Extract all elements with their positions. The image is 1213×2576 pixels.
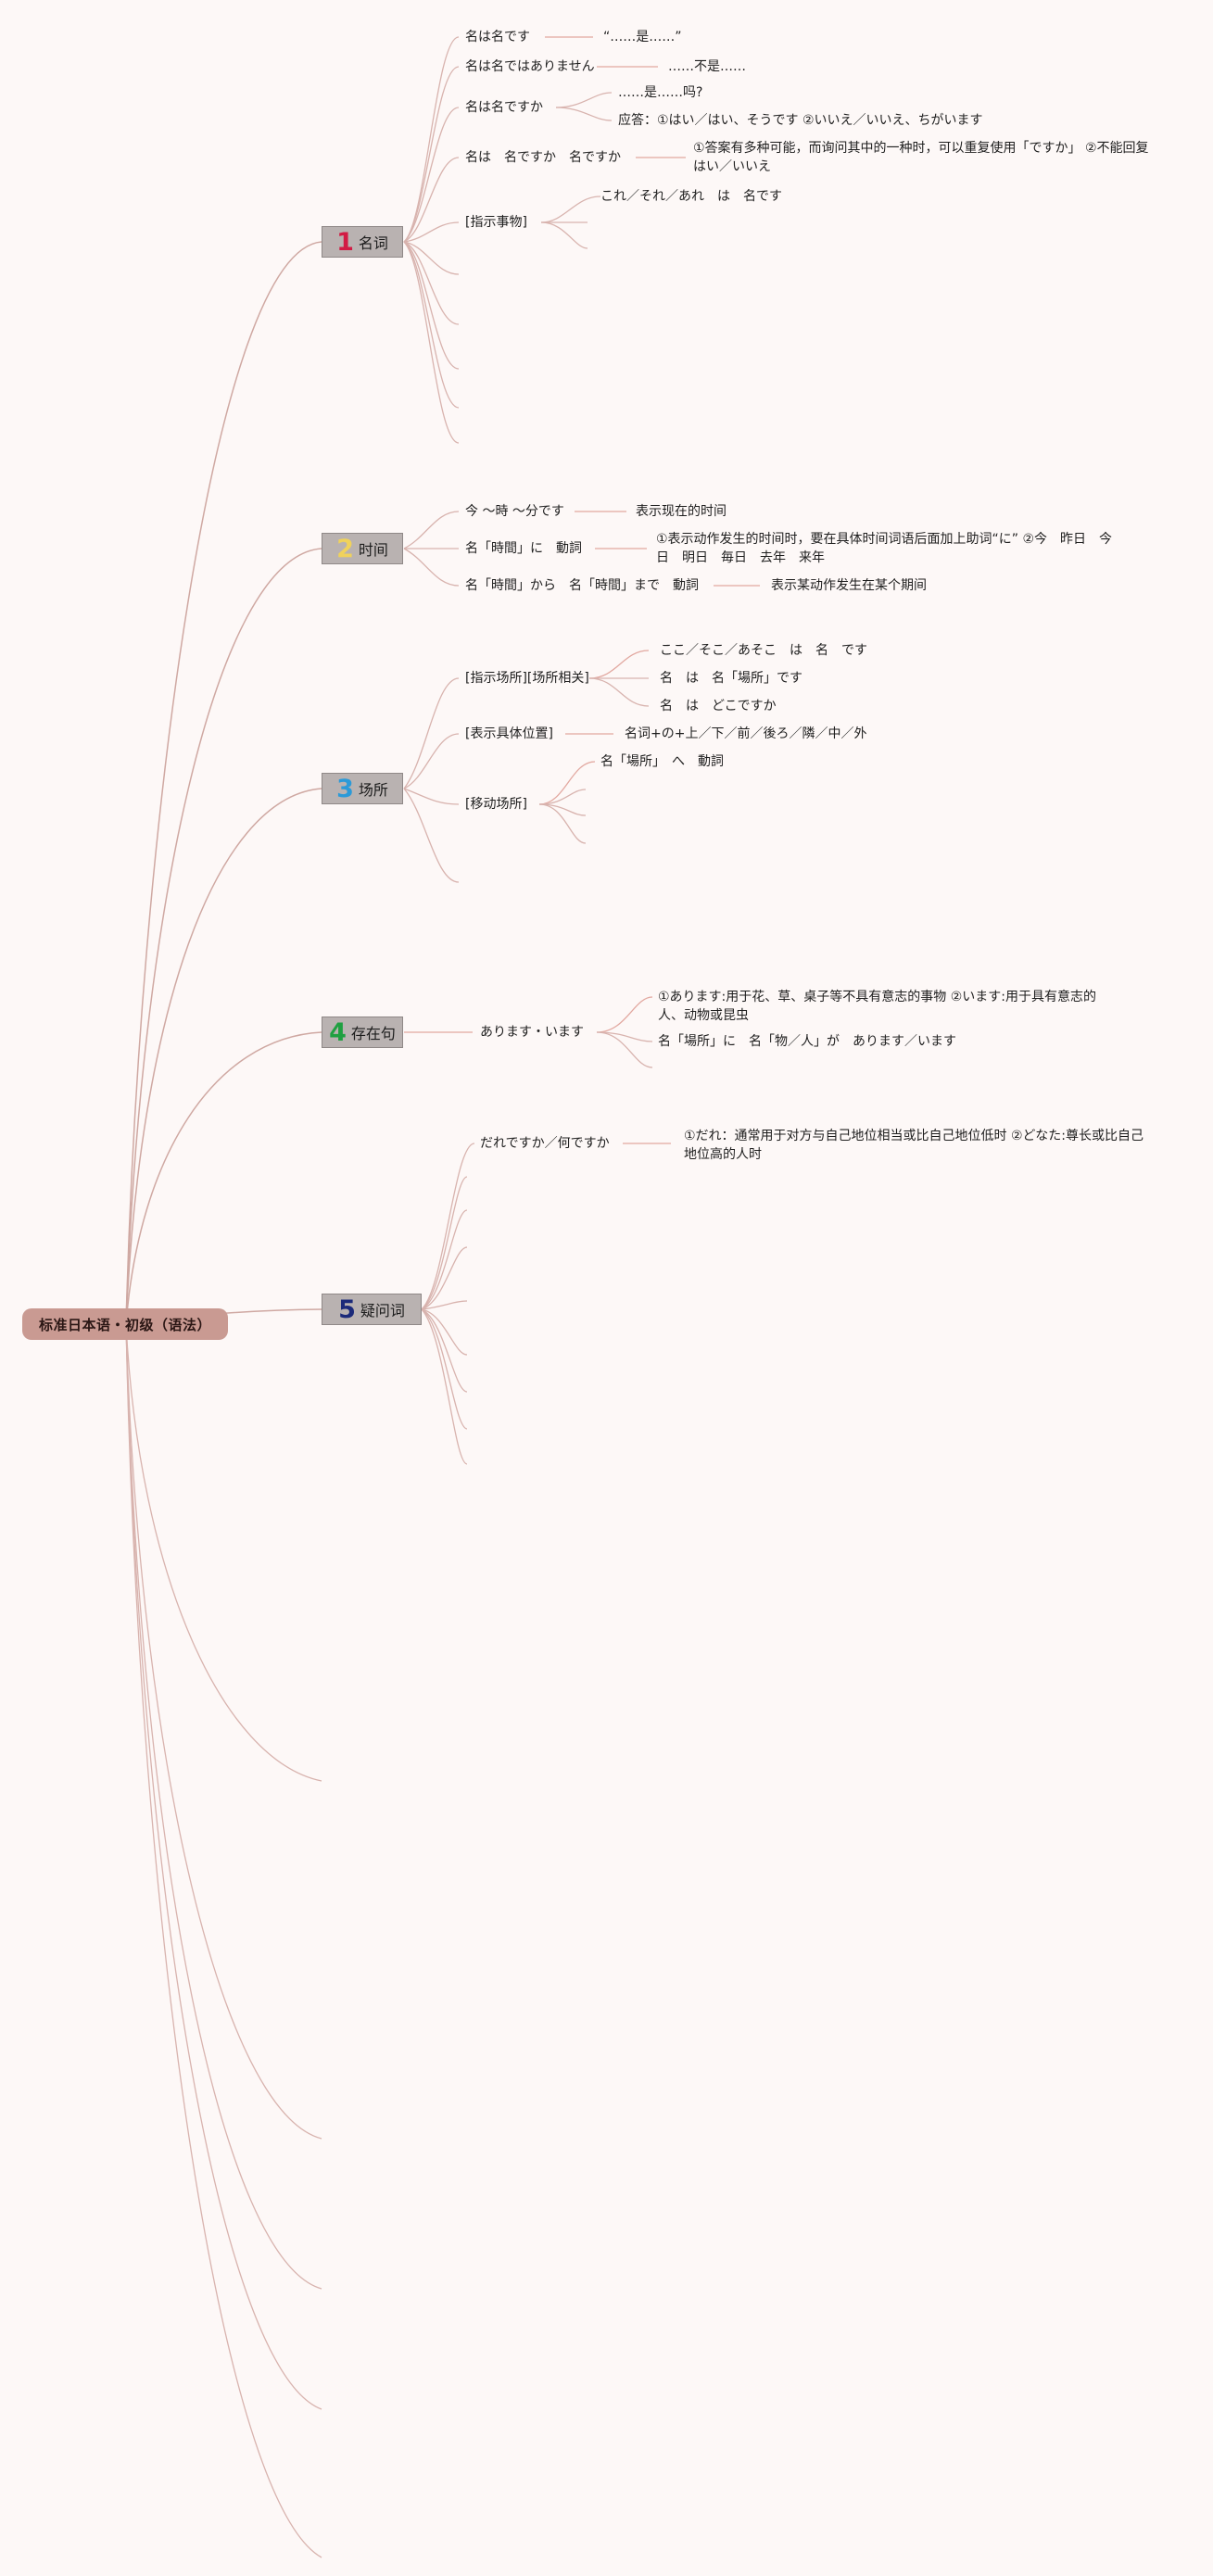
noun-node[interactable]: 名は 名ですか 名ですか <box>465 150 621 165</box>
time-detail[interactable]: ①表示动作发生的时间时，要在具体时间词语后面加上助词“に” ②今 昨日 今日 明… <box>656 532 1113 565</box>
place-detail[interactable]: 名 は 名「場所」です <box>660 671 802 686</box>
noun-detail[interactable]: ①答案有多种可能，而询问其中的一种时，可以重复使用「ですか」 ②不能回复はい／い… <box>693 141 1149 174</box>
noun-detail[interactable]: 应答：①はい／はい、そうです ②いいえ／いいえ、ちがいます <box>618 113 983 128</box>
noun-node[interactable]: [指示事物] <box>465 215 527 230</box>
category-number: 1 <box>336 227 354 257</box>
category-number: 3 <box>336 774 354 803</box>
existence-detail[interactable]: ①あります:用于花、草、桌子等不具有意志的事物 ②います:用于具有意志的人、动物… <box>658 990 1096 1023</box>
category-label: 存在句 <box>350 1025 396 1042</box>
noun-detail[interactable]: ……是……吗? <box>618 85 703 100</box>
time-node[interactable]: 名「時間」に 動詞 <box>465 541 582 556</box>
category-number: 5 <box>338 1294 356 1324</box>
time-node[interactable]: 今 〜時 〜分です <box>465 504 564 519</box>
place-detail[interactable]: 名「場所」 へ 動詞 <box>600 754 724 769</box>
noun-node[interactable]: 名は名です <box>465 30 530 44</box>
time-detail[interactable]: 表示某动作发生在某个期间 <box>771 578 927 593</box>
place-node[interactable]: [表示具体位置] <box>465 726 553 741</box>
noun-node[interactable]: 名は名ではありません <box>465 59 595 74</box>
place-detail[interactable]: ここ／そこ／あそこ は 名 です <box>660 643 867 658</box>
time-node[interactable]: 名「時間」から 名「時間」まで 動詞 <box>465 578 699 593</box>
time-detail[interactable]: 表示现在的时间 <box>636 504 727 519</box>
noun-detail[interactable]: ……不是…… <box>668 59 746 74</box>
question-node[interactable]: だれですか／何ですか <box>480 1136 610 1151</box>
place-detail[interactable]: 名词+の+上／下／前／後ろ／隣／中／外 <box>625 726 867 741</box>
category-label: 场所 <box>358 781 388 799</box>
existence-detail[interactable]: 名「場所」に 名「物／人」が あります／います <box>658 1034 956 1049</box>
noun-detail[interactable]: これ／それ／あれ は 名です <box>600 189 782 204</box>
category-label: 疑问词 <box>360 1302 405 1320</box>
question-detail[interactable]: ①だれ：通常用于对方与自己地位相当或比自己地位低时 ②どなた:尊长或比自己地位高… <box>684 1129 1144 1162</box>
category-label: 时间 <box>358 541 388 559</box>
noun-detail[interactable]: “……是……” <box>603 30 682 44</box>
root-node[interactable]: 标准日本语・初级（语法） <box>22 1308 228 1340</box>
existence-node[interactable]: あります・います <box>480 1025 584 1040</box>
category-number: 2 <box>336 534 354 563</box>
place-node[interactable]: [移动场所] <box>465 797 527 812</box>
noun-node[interactable]: 名は名ですか <box>465 100 543 115</box>
place-detail[interactable]: 名 は どこですか <box>660 699 777 713</box>
category-time[interactable]: 2 时间 <box>322 533 403 564</box>
category-existence[interactable]: 4 存在句 <box>322 1017 403 1048</box>
place-node[interactable]: [指示场所][场所相关] <box>465 671 589 686</box>
root-label: 标准日本语・初级（语法） <box>38 1316 211 1333</box>
category-label: 名词 <box>358 234 388 252</box>
category-place[interactable]: 3 场所 <box>322 773 403 804</box>
category-question[interactable]: 5 疑问词 <box>322 1294 422 1325</box>
category-number: 4 <box>329 1017 347 1047</box>
category-noun[interactable]: 1 名词 <box>322 226 403 258</box>
